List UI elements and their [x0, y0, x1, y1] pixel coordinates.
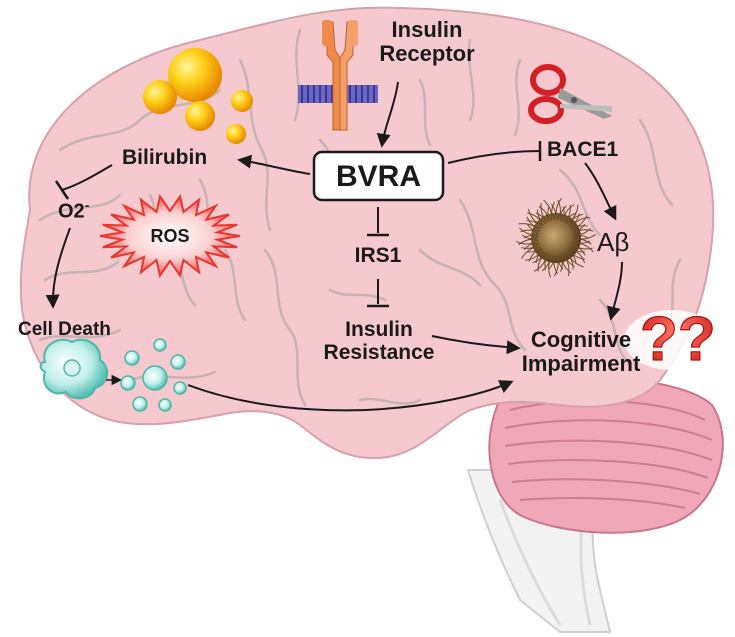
ros-label: ROS	[150, 226, 190, 246]
o2-text: O2	[58, 200, 85, 223]
plaque-fibril	[525, 248, 542, 261]
bace1-label: BACE1	[547, 138, 619, 161]
plaque-fibril	[536, 209, 547, 224]
o2-charge: -	[84, 197, 90, 213]
plaque-fibril	[548, 255, 555, 270]
plaque-fibril	[567, 250, 584, 268]
cognitive-impairment-label: Cognitive Impairment	[510, 327, 652, 377]
insulin-receptor-label: Insulin Receptor	[367, 17, 487, 67]
plaque-fibril	[551, 201, 556, 221]
plaque-fibril	[566, 212, 577, 225]
cerebellum	[488, 377, 724, 534]
insulin-resistance-line2: Resistance	[323, 341, 435, 365]
irs1-label: IRS1	[354, 244, 402, 267]
plaque-fibril	[521, 234, 539, 240]
bvra-box	[312, 150, 445, 202]
bilirubin-label: Bilirubin	[122, 146, 208, 169]
plaque-fibril	[541, 254, 551, 272]
o2-label: O2-	[58, 197, 90, 223]
dying-cells-icon	[39, 338, 187, 412]
plaque-fibril	[559, 205, 567, 222]
plaque-fibril	[558, 255, 563, 272]
scissors-icon	[528, 64, 612, 124]
plaque-fibril	[563, 204, 575, 223]
bvra-label: BVRA	[335, 160, 421, 193]
plaque-fibril	[521, 242, 540, 249]
edge-bvra-bilirubin	[237, 154, 311, 175]
cell-death-label: Cell Death	[18, 319, 111, 340]
plaque-fibril	[518, 223, 540, 232]
plaque-fibril	[527, 245, 541, 253]
edge-abeta-cognitive	[606, 261, 623, 321]
edge-bace1-abeta	[584, 162, 617, 221]
plaque-fibril	[516, 239, 539, 245]
plaque-fibril	[533, 252, 547, 272]
plaque-fibril	[573, 233, 597, 240]
plaque-fibril	[540, 203, 550, 222]
bilirubin-spheres-icon	[143, 48, 253, 144]
plaque-fibril	[543, 199, 552, 222]
plaque-fibril	[567, 251, 577, 264]
plaque-fibril	[572, 225, 588, 232]
plaque-fibril	[519, 227, 539, 235]
insulin-receptor-icon	[298, 20, 378, 131]
plaque-fibril	[571, 217, 591, 229]
plaque-fibril	[572, 243, 594, 253]
amyloid-plaque-icon	[516, 198, 597, 278]
question-marks: ??	[640, 305, 716, 374]
plaque-fibril	[532, 250, 545, 264]
diagram-edges	[45, 81, 623, 412]
insulin-receptor-line2: Receptor	[379, 41, 475, 67]
plaque-fibril	[521, 246, 541, 259]
edge-bvra-bace1	[447, 150, 541, 164]
ros-burst-icon	[99, 193, 241, 279]
edge-celldeath-cognitive	[187, 380, 514, 412]
cognitive-impairment-line2: Impairment	[521, 351, 641, 377]
plaque-fibril	[573, 229, 594, 236]
plaque-fibril	[565, 204, 579, 224]
plaque-fibril	[547, 206, 553, 221]
plaque-fibril	[569, 213, 584, 227]
edge-bilirubin-o2	[61, 164, 113, 191]
plaque-fibril	[571, 246, 586, 256]
plaque-fibril	[561, 254, 570, 277]
insulin-resistance-line1: Insulin	[345, 318, 413, 341]
plaque-fibril	[553, 255, 559, 277]
plaque-fibril	[555, 198, 562, 221]
abeta-label: Aβ	[597, 227, 630, 257]
plaque-fibril	[564, 253, 574, 270]
edge-o2-celldeath	[45, 227, 71, 309]
edge-resistance-cognitive	[431, 335, 521, 355]
plaque-fibril	[548, 255, 554, 278]
plaque-fibril	[527, 208, 544, 226]
question-marks-icon: ??	[624, 304, 720, 375]
plaque-fibril	[526, 216, 542, 229]
cognitive-impairment-line1: Cognitive	[530, 327, 632, 352]
plaque-fibril	[526, 223, 541, 232]
edge-receptor-bvra	[376, 81, 399, 148]
plaque-fibril	[569, 249, 586, 264]
insulin-receptor-line1: Insulin	[391, 17, 463, 42]
insulin-resistance-label: Insulin Resistance	[318, 318, 440, 364]
